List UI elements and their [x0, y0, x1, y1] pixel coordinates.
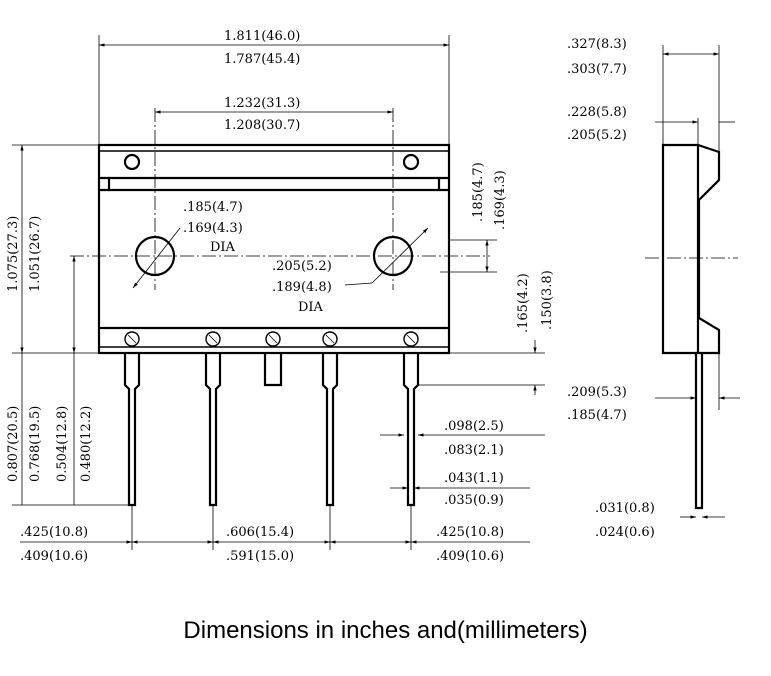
hole-pitch-min: 1.208(30.7): [224, 118, 300, 133]
tab-step-max: .165(4.2): [516, 273, 531, 333]
hole-pitch-max: 1.232(31.3): [224, 96, 300, 111]
left-pitch-max: .425(10.8): [20, 525, 88, 540]
pin-hole-max: .205(5.2): [272, 259, 332, 274]
corner-hole-right: [402, 153, 420, 171]
side-lead-off-max: .209(5.3): [567, 385, 627, 400]
corner-hole-left: [123, 153, 141, 171]
mid-pitch-max: .606(15.4): [226, 525, 294, 540]
pin-hole-min: .189(4.8): [272, 280, 332, 295]
overall-width-min: 1.787(45.4): [224, 52, 300, 67]
lead-width-max: .043(1.1): [444, 471, 504, 486]
hole-offset-max: .185(4.7): [471, 162, 486, 222]
front-view: [70, 108, 490, 355]
tab-step-min: .150(3.8): [540, 270, 555, 330]
hole-dia-note: DIA: [210, 240, 236, 255]
overall-width-max: 1.811(46.0): [224, 29, 300, 44]
body-height-min: 1.051(26.7): [28, 216, 43, 292]
hole-offset-min: .169(4.3): [493, 170, 508, 230]
mid-pitch-min: .591(15.0): [226, 549, 294, 564]
side-body: [661, 143, 721, 355]
side-thick-min: .303(7.7): [567, 62, 627, 77]
lead-shoulder-max: .098(2.5): [444, 419, 504, 434]
side-lead-thk-min: .024(0.6): [595, 525, 655, 540]
hole-dia-max: .185(4.7): [183, 200, 243, 215]
hole-dia-min: .169(4.3): [183, 221, 243, 236]
leads: [123, 353, 420, 507]
side-thick-max: .327(8.3): [567, 37, 627, 52]
lead-shoulder-min: .083(2.1): [444, 443, 504, 458]
dimension-labels: 1.811(46.0) 1.787(45.4) 1.232(31.3) 1.20…: [6, 29, 655, 564]
package-body: [97, 143, 451, 355]
side-lead-off-min: .185(4.7): [567, 408, 627, 423]
lead-length-max: 0.807(20.5): [6, 406, 21, 482]
pin-hole-note: DIA: [298, 300, 324, 315]
right-pitch-max: .425(10.8): [436, 525, 504, 540]
right-pitch-min: .409(10.6): [436, 549, 504, 564]
lead-length-min: 0.768(19.5): [28, 406, 43, 482]
lead-to-hole-min: 0.480(12.2): [79, 406, 94, 482]
dimension-lines: [12, 35, 545, 550]
side-tab-min: .205(5.2): [567, 128, 627, 143]
lead-width-min: .035(0.9): [444, 493, 504, 508]
side-lead-thk-max: .031(0.8): [595, 501, 655, 516]
side-view: [645, 45, 740, 519]
body-height-max: 1.075(27.3): [6, 216, 21, 292]
side-tab-max: .228(5.8): [567, 105, 627, 120]
left-pitch-min: .409(10.6): [20, 549, 88, 564]
lead-to-hole-max: 0.504(12.8): [55, 406, 70, 482]
caption: Dimensions in inches and(millimeters): [183, 617, 588, 644]
